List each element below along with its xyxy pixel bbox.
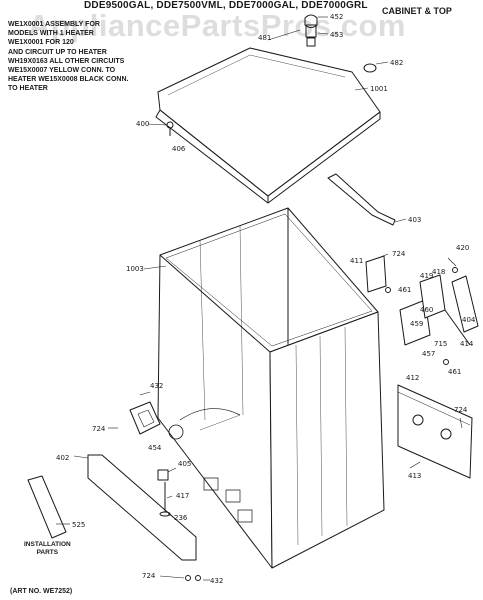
section-title: CABINET & TOP [382,6,452,16]
part-label-412: 412 [406,374,419,382]
watermark: AppliancePartsPros.com [28,8,406,43]
part-label-454: 454 [148,444,162,452]
part-label-457: 457 [422,350,435,358]
part-label-405: 405 [178,460,191,468]
installation-caption-line2: PARTS [36,549,59,556]
part-label-452: 452 [330,13,343,21]
part-label-236: 236 [174,514,188,522]
part-label-400: 400 [136,120,149,128]
terminal-block-assembly [365,255,479,365]
part-label-1003: 1003 [126,265,144,273]
part-label-417: 417 [176,492,189,500]
lint-filter-cover-452 [304,14,318,47]
leveling-leg-236 [159,482,171,517]
wiring-notes: WE1X0001 ASSEMBLY FOR MODELS WITH 1 HEAT… [8,21,129,93]
part-label-406: 406 [172,145,186,153]
part-label-482: 482 [390,59,403,67]
screw-432-bottom [195,575,201,581]
installation-parts-caption: INSTALLATION PARTS [24,541,71,557]
leader-lines [56,16,463,581]
part-label-724c: 724 [92,425,106,433]
part-label-420: 420 [456,244,469,252]
part-label-525: 525 [72,521,85,529]
part-label-459: 459 [410,320,423,328]
base-cutouts [203,477,253,523]
side-rail-412 [397,384,473,479]
screw-400 [166,121,174,136]
part-label-724a: 724 [392,250,406,258]
part-label-1001: 1001 [370,85,388,93]
part-label-403: 403 [408,216,421,224]
part-label-404: 404 [462,316,476,324]
part-label-432b: 432 [210,577,223,585]
plug-482 [363,63,377,73]
front-panel [269,311,385,569]
bracket-454 [129,401,161,435]
part-label-724b: 724 [454,406,468,414]
model-number-header: DDE9500GAL, DDE7500VML, DDE7000GAL, DDE7… [84,0,368,11]
part-label-419: 419 [420,272,433,280]
part-number-labels: 481 452 453 482 1001 400 406 403 724 420 1003 411 46… [56,13,476,585]
part-label-460: 460 [420,306,433,314]
part-label-418: 418 [432,268,445,276]
part-label-402: 402 [56,454,69,462]
part-label-414: 414 [460,340,474,348]
cabinet-top-1001 [155,47,381,204]
part-label-724d: 724 [142,572,156,580]
part-label-411: 411 [350,257,363,265]
part-label-413: 413 [408,472,421,480]
part-label-461b: 461 [448,368,461,376]
bracket-405 [157,469,169,481]
installation-parts-bag-525 [27,475,67,539]
art-number: (ART NO. WE7252) [10,588,73,595]
toe-kick-402 [87,454,197,561]
part-label-715: 715 [434,340,447,348]
part-label-453: 453 [330,31,343,39]
screw-724-bottom [185,575,191,581]
trim-strip-403 [327,173,396,226]
part-label-432a: 432 [150,382,163,390]
part-label-461a: 461 [398,286,411,294]
part-label-481: 481 [258,34,271,42]
installation-caption-line1: INSTALLATION [24,541,71,548]
